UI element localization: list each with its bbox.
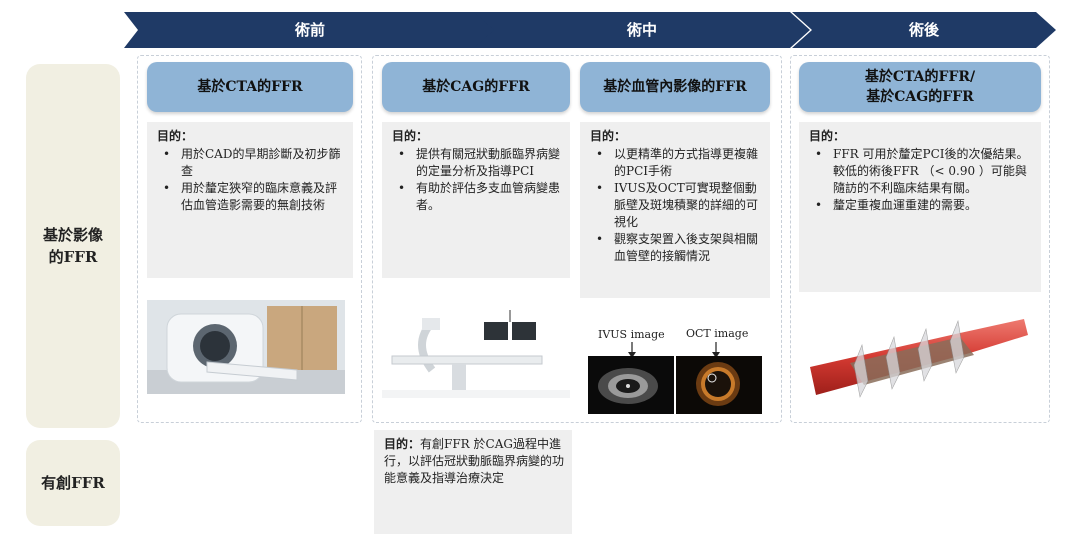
chevron-shape [474,12,810,48]
purpose-heading: 目的： [392,129,429,143]
list-item: 釐定重複血運重建的需要。 [809,197,1033,214]
phase-arrow-intraop: 術中 [474,12,810,48]
ivus-image-caption: IVUS image [598,328,665,341]
purpose-heading: 目的： [157,129,194,143]
purpose-heading: 目的： [809,129,846,143]
content-box-cag: 目的： 提供有關冠狀動脈臨界病變的定量分析及指導PCI 有助於評估多支血管病變患… [382,122,570,278]
list-item: 以更精準的方式指導更複雜的PCI手術 [590,146,762,180]
column-title-cta-ffr: 基於CTA的FFR [147,62,353,112]
row-label-imaging-ffr: 基於影像 的FFR [26,64,120,428]
phase-label: 術後 [908,21,939,39]
frame-postop [790,55,1050,423]
frame-preop-intraop [372,55,782,423]
purpose-list: 用於CAD的早期診斷及初步篩查 用於釐定狹窄的臨床意義及評估血管造影需要的無創技… [157,146,345,214]
phase-arrow-postop: 術後 [792,12,1056,48]
purpose-list: 以更精準的方式指導更複雜的PCI手術 IVUS及OCT可實現整個動脈壁及斑塊積聚… [590,146,762,265]
stent-vessel-image [810,305,1032,410]
ct-scanner-image [147,300,345,394]
purpose-heading: 目的： [590,129,627,143]
content-box-invasive-ffr: 目的：有創FFR 於CAG過程中進行，以評估冠狀動脈臨界病變的功能意義及指導治療… [374,430,572,534]
purpose-heading: 目的： [384,437,421,451]
frame-preop-cta [137,55,362,423]
list-item: FFR 可用於釐定PCI後的次優結果。較低的術後FFR （< 0.90 ）可能與… [809,146,1033,197]
phase-label: 術中 [626,21,657,39]
chevron-shape [792,12,1056,48]
chevron-shape [124,12,496,48]
ivus-image [588,356,674,414]
list-item: 觀察支架置入後支架與相關血管壁的接觸情況 [590,231,762,265]
column-title-postop-ffr: 基於CTA的FFR/ 基於CAG的FFR [799,62,1041,112]
row-label-invasive-ffr: 有創FFR [26,440,120,526]
down-arrow-icons [628,342,720,358]
oct-image [676,356,762,414]
content-box-intravascular: 目的： 以更精準的方式指導更複雜的PCI手術 IVUS及OCT可實現整個動脈壁及… [580,122,770,298]
list-item: 提供有關冠狀動脈臨界病變的定量分析及指導PCI [392,146,562,180]
phase-label: 術前 [294,21,325,39]
list-item: IVUS及OCT可實現整個動脈壁及斑塊積聚的詳細的可視化 [590,180,762,231]
column-title-cag-ffr: 基於CAG的FFR [382,62,570,112]
list-item: 用於CAD的早期診斷及初步篩查 [157,146,345,180]
purpose-list: 提供有關冠狀動脈臨界病變的定量分析及指導PCI 有助於評估多支血管病變患者。 [392,146,562,214]
list-item: 有助於評估多支血管病變患者。 [392,180,562,214]
invasive-purpose-text: 有創FFR 於CAG過程中進行，以評估冠狀動脈臨界病變的功能意義及指導治療決定 [384,437,565,485]
content-box-postop: 目的： FFR 可用於釐定PCI後的次優結果。較低的術後FFR （< 0.90 … [799,122,1041,292]
column-title-intravascular-ffr: 基於血管內影像的FFR [580,62,770,112]
purpose-list: FFR 可用於釐定PCI後的次優結果。較低的術後FFR （< 0.90 ）可能與… [809,146,1033,214]
angiography-system-image [382,310,570,398]
phase-arrow-preop: 術前 [124,12,496,48]
list-item: 用於釐定狹窄的臨床意義及評估血管造影需要的無創技術 [157,180,345,214]
oct-image-caption: OCT image [686,327,749,340]
content-box-cta: 目的： 用於CAD的早期診斷及初步篩查 用於釐定狹窄的臨床意義及評估血管造影需要… [147,122,353,278]
